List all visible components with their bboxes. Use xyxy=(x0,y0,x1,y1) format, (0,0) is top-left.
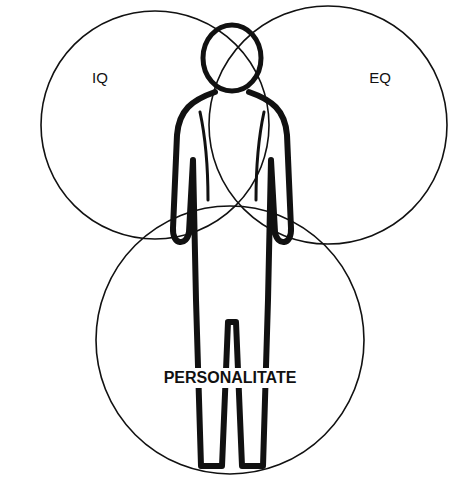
circle-label: IQ xyxy=(89,69,111,88)
circle-outline xyxy=(40,10,270,240)
venn-circle: IQ xyxy=(40,10,270,240)
circle-outline xyxy=(95,205,365,475)
circle-line xyxy=(96,206,364,474)
circle-label: EQ xyxy=(366,69,394,88)
venn-circle: PERSONALITATE xyxy=(95,205,365,475)
circle-outline xyxy=(208,5,448,245)
venn-circle: EQ xyxy=(208,5,448,245)
circle-line xyxy=(209,6,447,244)
circle-label: PERSONALITATE xyxy=(161,368,300,388)
circle-line xyxy=(41,11,269,239)
